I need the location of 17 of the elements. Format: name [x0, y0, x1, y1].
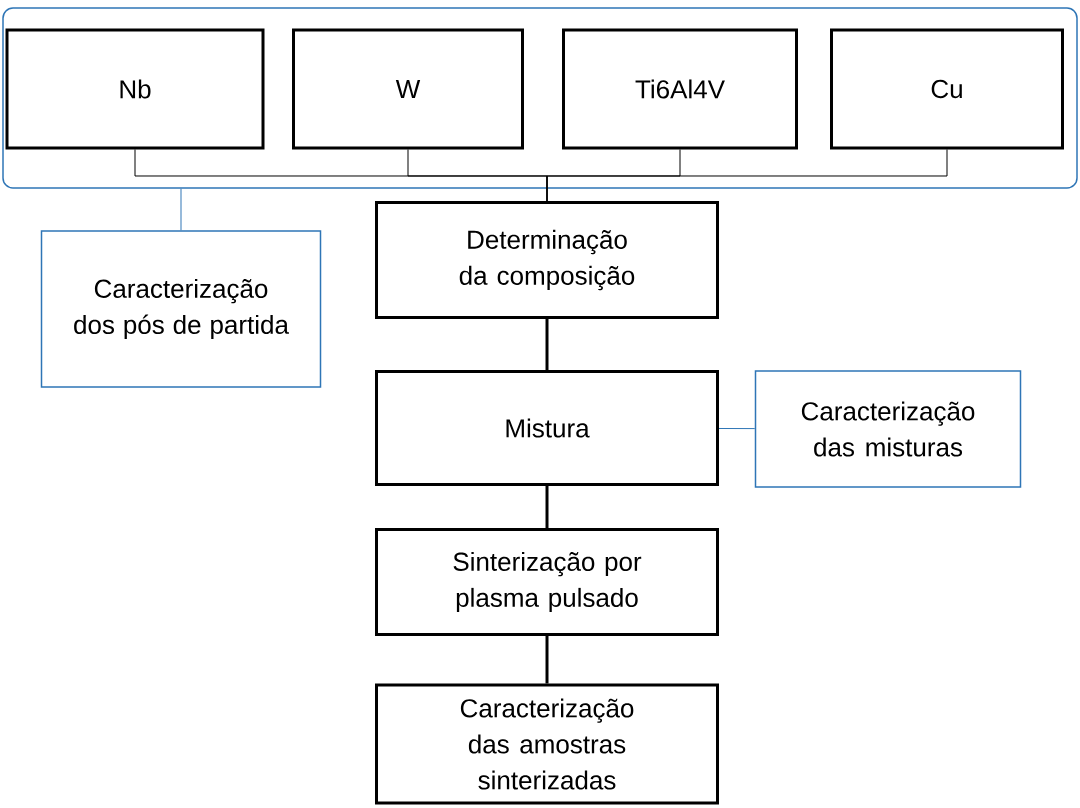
process-box: Nb: [5, 28, 265, 150]
process-box: Sinterização por plasma pulsado: [375, 528, 719, 636]
connector-line: [545, 319, 549, 370]
process-box: Determinação da composição: [375, 201, 719, 319]
connector-line: [718, 428, 756, 430]
connector-line: [545, 636, 549, 684]
process-box: Mistura: [375, 370, 719, 486]
process-box: Cu: [830, 28, 1064, 150]
group-frame: [2, 7, 1078, 189]
connector-line: [546, 149, 948, 202]
connector-line: [545, 486, 549, 528]
process-box: Caracterização das amostras sinterizadas: [375, 683, 719, 805]
process-box: W: [292, 28, 524, 150]
note-box: Caracterização dos pós de partida: [40, 230, 322, 388]
note-box: Caracterização das misturas: [754, 370, 1022, 488]
connector-line: [180, 188, 182, 231]
process-box: Ti6Al4V: [562, 28, 798, 150]
